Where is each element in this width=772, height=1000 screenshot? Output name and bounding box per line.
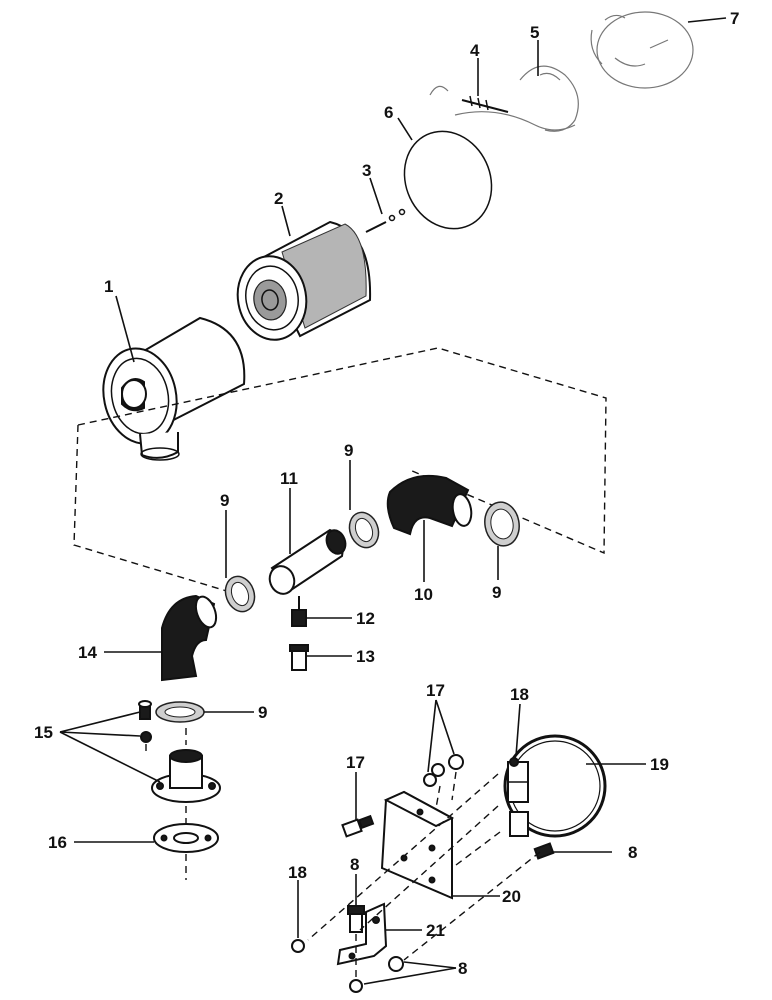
- callout-12: 12: [356, 609, 375, 628]
- part-8-nut-a: [388, 956, 404, 972]
- callout-9-a: 9: [220, 491, 229, 510]
- callout-19: 19: [650, 755, 669, 774]
- part-4-stud: [429, 85, 576, 131]
- part-13-nipple: [289, 644, 309, 671]
- callout-8-a: 8: [628, 843, 637, 862]
- callout-20: 20: [502, 887, 521, 906]
- envelope-dashed-outline: [73, 347, 607, 593]
- part-9-hose-clamp-c: [484, 501, 520, 547]
- callout-1: 1: [104, 277, 113, 296]
- callout-9-b: 9: [344, 441, 353, 460]
- callout-3: 3: [362, 161, 371, 180]
- callout-17-b: 17: [346, 753, 365, 772]
- part-17-bolt: [341, 814, 375, 838]
- callout-5: 5: [530, 23, 539, 42]
- part-9-hose-clamp-b: [348, 511, 380, 549]
- part-7-end-housing: [590, 11, 694, 89]
- leader-lines: [59, 17, 727, 985]
- callout-8-c: 8: [458, 959, 467, 978]
- callout-14: 14: [78, 643, 97, 662]
- part-18-nut-left: [291, 939, 305, 953]
- callout-9-d: 9: [258, 703, 267, 722]
- callout-18-b: 18: [288, 863, 307, 882]
- callout-9-c: 9: [492, 583, 501, 602]
- callout-6: 6: [384, 103, 393, 122]
- part-1-air-cleaner-body: [102, 316, 246, 461]
- part-3-pin: [365, 208, 406, 233]
- callout-16: 16: [48, 833, 67, 852]
- alignment-dashed-lines: [307, 771, 541, 978]
- part-8-nut-b: [349, 979, 363, 993]
- callout-15: 15: [34, 723, 53, 742]
- part-15-flange-adapter: [138, 700, 221, 803]
- part-10-elbow-hose: [386, 474, 473, 536]
- part-17-nut-b: [448, 754, 464, 770]
- callout-10: 10: [414, 585, 433, 604]
- part-11-tube: [268, 528, 347, 595]
- callout-17-a: 17: [426, 681, 445, 700]
- callout-18-a: 18: [510, 685, 529, 704]
- part-5-cover: [519, 65, 579, 132]
- callout-7: 7: [730, 9, 739, 28]
- callout-13: 13: [356, 647, 375, 666]
- part-2-filter-element: [236, 220, 372, 341]
- part-19-band-clamp: [503, 734, 607, 838]
- part-18-screw-right: [509, 757, 519, 767]
- part-6-gasket-ring: [403, 130, 493, 230]
- callout-2: 2: [274, 189, 283, 208]
- part-8-screw-upper: [533, 842, 555, 860]
- callout-21: 21: [426, 921, 445, 940]
- part-12-fitting: [291, 596, 307, 627]
- part-9-hose-clamp-a: [224, 575, 256, 613]
- part-9-hose-clamp-d: [155, 701, 205, 723]
- callout-4: 4: [470, 41, 480, 60]
- part-17-nut-a: [423, 763, 445, 787]
- part-14-elbow-hose: [161, 594, 218, 682]
- part-20-mounting-bracket: [380, 790, 455, 900]
- part-16-gasket: [153, 823, 219, 853]
- callout-8-b: 8: [350, 855, 359, 874]
- callout-11: 11: [280, 469, 298, 488]
